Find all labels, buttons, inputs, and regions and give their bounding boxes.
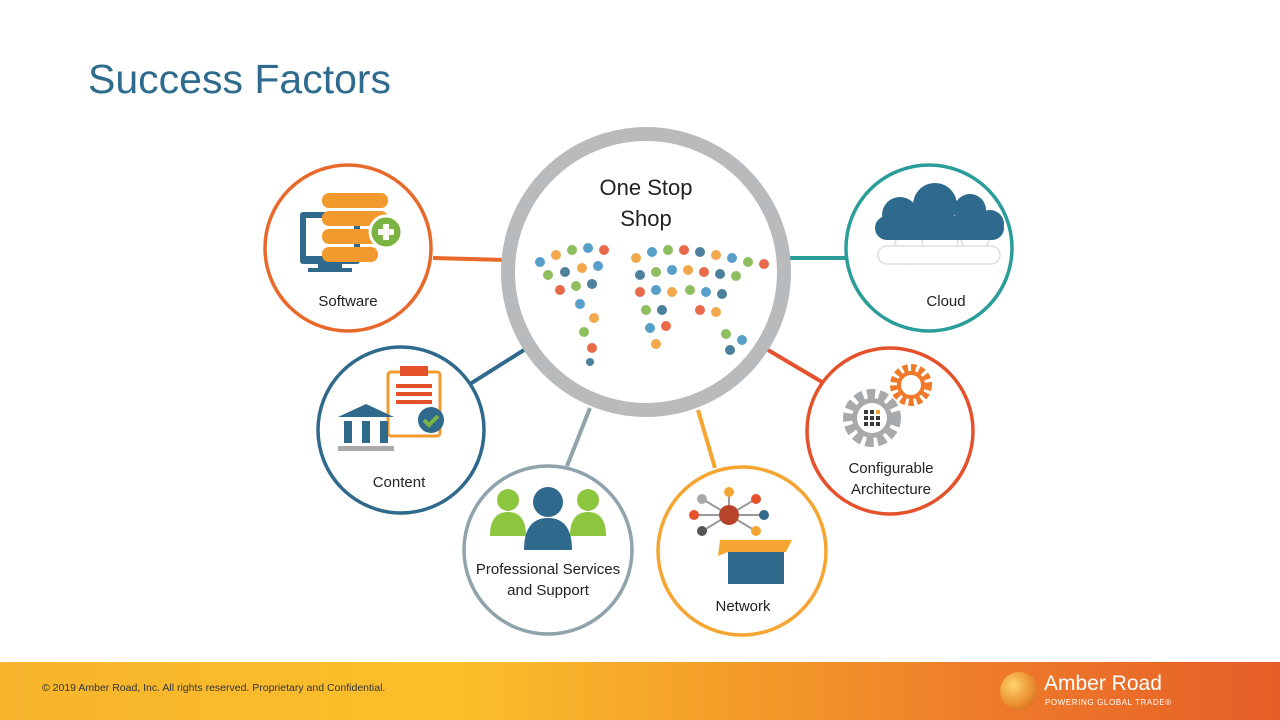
center-circle — [501, 127, 791, 417]
logo-tagline: POWERING GLOBAL TRADE® — [1045, 698, 1172, 707]
professional-services-label: Professional Services and Support — [476, 559, 620, 601]
amber-road-logo: Amber Road POWERING GLOBAL TRADE® — [1000, 670, 1180, 712]
connector-content — [468, 348, 526, 386]
network-box-icon — [689, 487, 792, 584]
configurable-label: Configurable Architecture — [848, 458, 933, 500]
server-monitor-plus-icon — [300, 193, 404, 272]
connector-network — [696, 409, 717, 469]
bank-clipboard-check-icon — [338, 366, 444, 451]
cloud-icon — [875, 183, 1004, 265]
footer-bar: © 2019 Amber Road, Inc. All rights reser… — [0, 662, 1280, 720]
center-label-line1: One Stop — [599, 175, 693, 200]
network-label: Network — [715, 598, 771, 615]
logo-name: Amber Road — [1044, 672, 1162, 695]
connector-configurable — [766, 348, 824, 384]
configurable-label-line1: Configurable — [848, 460, 934, 477]
copyright-text: © 2019 Amber Road, Inc. All rights reser… — [42, 682, 386, 694]
configurable-label-line2: Architecture — [850, 481, 932, 498]
software-label: Software — [318, 293, 378, 310]
center-label-line2: Shop — [620, 206, 672, 231]
professional-label-line1: Professional Services — [475, 561, 621, 578]
slide-title: Success Factors — [88, 56, 392, 102]
people-group-icon — [490, 487, 606, 550]
logo-mark-icon — [1000, 672, 1038, 710]
connector-software — [432, 256, 507, 262]
center-label: One Stop Shop — [600, 172, 693, 234]
cloud-label: Cloud — [926, 293, 966, 310]
content-label: Content — [372, 474, 426, 491]
professional-label-line2: and Support — [507, 582, 589, 599]
connector-professional — [565, 407, 592, 467]
gears-icon — [843, 364, 932, 447]
world-map-icon — [535, 243, 769, 366]
